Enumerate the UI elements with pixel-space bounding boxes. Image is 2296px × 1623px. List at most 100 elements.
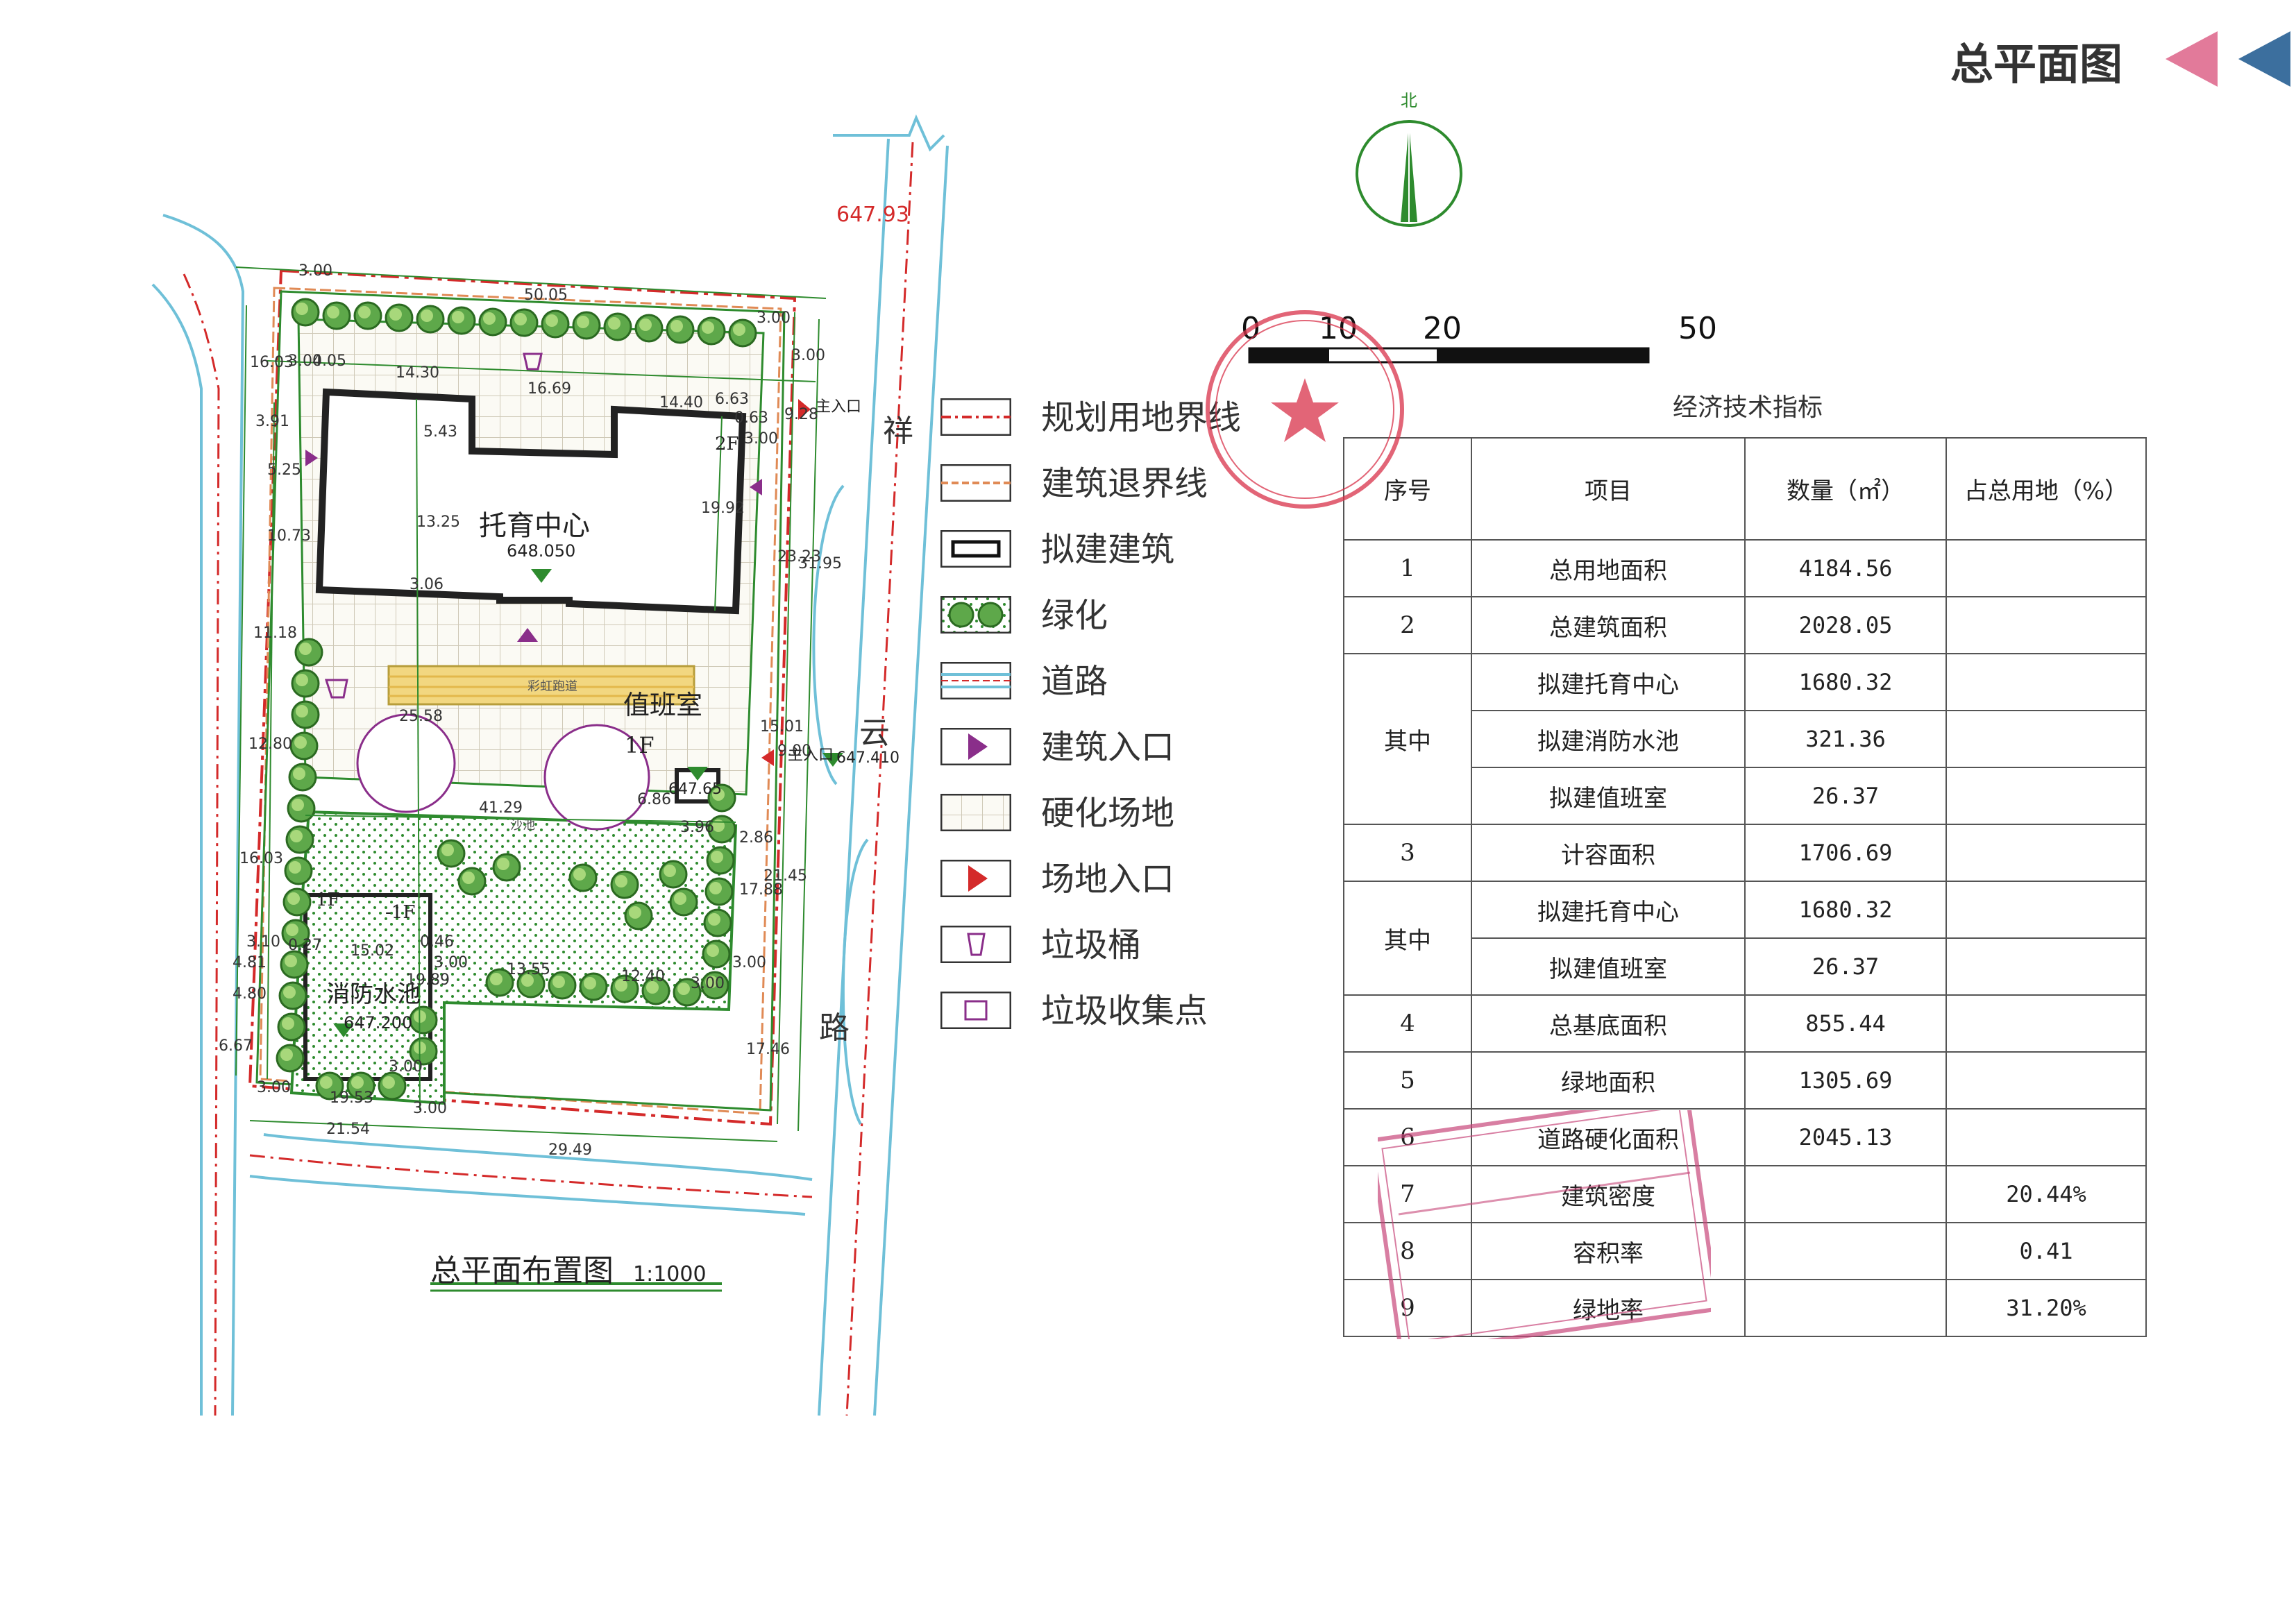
- table-title: 经济技术指标: [1673, 393, 1823, 422]
- row-item: 绿地面积: [1471, 1051, 1746, 1110]
- floor-label-2f: 2F: [715, 434, 739, 454]
- dim-label: 13.55: [507, 961, 550, 978]
- trash-bin-icon: [523, 352, 543, 371]
- row-pct: 20.44%: [1945, 1165, 2147, 1223]
- north-label: 北: [1401, 91, 1417, 110]
- tree-icon: [940, 596, 1011, 634]
- building-entrance-icon: [940, 728, 1011, 765]
- legend-label: 绿化: [1041, 596, 1108, 635]
- building-elevation: 648.050: [507, 541, 576, 561]
- table-row: 其中 拟建托育中心 1680.32: [1343, 653, 2147, 825]
- planning-boundary-line: [248, 269, 797, 1126]
- row-pct: [1945, 824, 2147, 882]
- row-qty: 2045.13: [1744, 1108, 1947, 1166]
- entrance-elevation-b: 647.65: [668, 781, 722, 798]
- row-pct: [1945, 937, 2147, 996]
- trash-bin-icon: [324, 679, 348, 699]
- entrance-elevation: 647.410: [836, 749, 900, 767]
- scale-tick: 20: [1423, 311, 1462, 346]
- secondary-entrance-label: 主入口: [788, 747, 834, 764]
- table-row: 6 道路硬化面积 2045.13: [1343, 1108, 2147, 1166]
- dim-label: 25.58: [399, 708, 443, 725]
- dim-label: 19.92: [701, 500, 745, 517]
- legend-item: 场地入口: [940, 857, 1329, 901]
- road-name-3: 路: [819, 1010, 850, 1046]
- row-qty: 4184.56: [1744, 539, 1947, 597]
- row-qty: [1744, 1222, 1947, 1280]
- dim-label: 29.49: [548, 1141, 592, 1159]
- play-circle-left: [356, 713, 456, 813]
- dimension-lines: [235, 266, 827, 1142]
- row-qty: 1305.69: [1744, 1051, 1947, 1110]
- blue-arrow-icon: [2238, 31, 2290, 87]
- round-seal: [1206, 310, 1404, 509]
- row-qty: [1744, 1279, 1947, 1337]
- dim-label: 23.23: [777, 548, 821, 566]
- dim-label: 21.54: [326, 1121, 370, 1138]
- dim-label: 10.73: [267, 527, 311, 545]
- planning-line-icon: [940, 398, 1011, 436]
- scale-bar: [1248, 347, 1650, 364]
- row-item: 拟建托育中心: [1471, 653, 1746, 711]
- rect-seal: [1378, 1110, 1711, 1339]
- dim-label: 0.46: [420, 933, 454, 951]
- floor-label-minus-1f: -1F: [385, 902, 416, 923]
- trash-bin-icon: [940, 926, 1011, 963]
- economic-indicators-table: 序号 项目 数量（㎡） 占总用地（%） 1 总用地面积 4184.56 2 总建…: [1343, 437, 2147, 1337]
- dim-label: 3.00: [257, 1079, 291, 1096]
- legend-label: 垃圾收集点: [1041, 992, 1208, 1030]
- row-item: 总基底面积: [1471, 994, 1746, 1053]
- table-row: 4 总基底面积 855.44: [1343, 994, 2147, 1053]
- dim-label: 3.00: [389, 1058, 423, 1076]
- dim-label: 15.02: [351, 942, 394, 960]
- row-pct: [1945, 653, 2147, 711]
- row-qty: 1680.32: [1744, 653, 1947, 711]
- rainbow-track: [387, 665, 695, 706]
- scale-tick: 50: [1678, 311, 1717, 346]
- dim-label: 6.67: [219, 1037, 253, 1055]
- legend-item: 建筑入口: [940, 725, 1329, 770]
- plan-title: 总平面布置图 1:1000: [430, 1246, 707, 1290]
- row-qty: 26.37: [1744, 937, 1947, 996]
- legend-item: 拟建建筑: [940, 527, 1329, 572]
- dim-label: 4.80: [233, 985, 267, 1003]
- fire-pool-elevation: 647.200: [344, 1013, 413, 1033]
- table-header: 数量（㎡）: [1744, 437, 1947, 541]
- dim-label: 9.00: [777, 742, 811, 760]
- dim-label: 3.06: [410, 576, 444, 593]
- dim-label: 4.05: [312, 352, 346, 370]
- play-circle-right: [543, 724, 650, 831]
- dim-label: 3.96: [680, 819, 714, 836]
- dim-label: 19.89: [406, 971, 450, 989]
- dim-label: 3.91: [255, 413, 289, 430]
- row-no: 1: [1343, 539, 1472, 597]
- dim-label: 16.69: [527, 380, 571, 398]
- star-icon: [1271, 378, 1339, 442]
- table-row: 5 绿地面积 1305.69: [1343, 1051, 2147, 1110]
- dim-label: 21.45: [763, 867, 807, 885]
- row-item: 拟建托育中心: [1471, 881, 1746, 939]
- dim-label: 6.86: [637, 791, 671, 808]
- row-qty: 1680.32: [1744, 881, 1947, 939]
- legend-label: 建筑退界线: [1041, 464, 1208, 503]
- row-pct: [1945, 767, 2147, 825]
- row-item: 拟建消防水池: [1471, 710, 1746, 768]
- table-header: 序号: [1343, 437, 1472, 541]
- row-pct: [1945, 1108, 2147, 1166]
- row-no: 8: [1343, 1222, 1472, 1280]
- table-header: 项目: [1471, 437, 1746, 541]
- road-lines: [151, 114, 949, 1416]
- plan-scale: 1:1000: [633, 1262, 707, 1286]
- row-no: 2: [1343, 596, 1472, 654]
- row-item: 总建筑面积: [1471, 596, 1746, 654]
- dim-label: 19.53: [330, 1089, 373, 1107]
- table-row: 1 总用地面积 4184.56: [1343, 539, 2147, 597]
- setback-line-icon: [940, 464, 1011, 502]
- dim-label: 0.27: [288, 937, 322, 954]
- site-entrance-icons: [761, 399, 811, 766]
- dim-label: 31.95: [798, 555, 842, 572]
- road-left-inner: [162, 214, 245, 1416]
- row-no: 3: [1343, 824, 1472, 882]
- duty-room-label: 值班室: [623, 690, 703, 720]
- dim-label: 14.30: [396, 364, 439, 382]
